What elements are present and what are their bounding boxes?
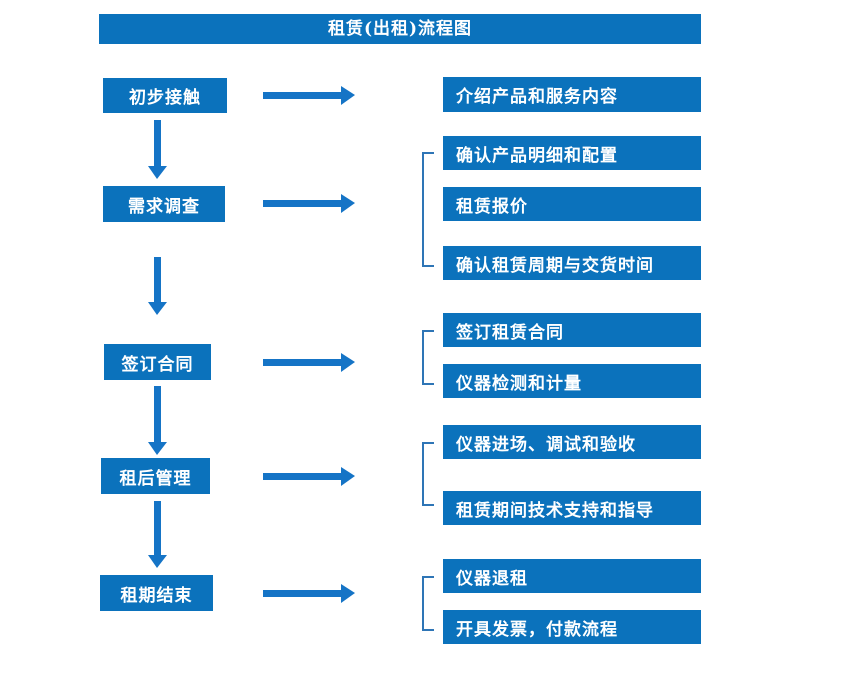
step-box-demand-survey: 需求调查: [103, 186, 225, 222]
down-arrow-shaft: [154, 120, 161, 167]
detail-box-instrument-setup-acceptance: 仪器进场、调试和验收: [443, 425, 701, 459]
right-arrow-head: [341, 584, 355, 603]
detail-box-sign-rental-contract: 签订租赁合同: [443, 313, 701, 347]
right-arrow-icon: [263, 86, 355, 105]
step-box-post-rental-management: 租后管理: [101, 458, 210, 494]
diagram-title: 租赁(出租)流程图: [99, 14, 701, 44]
detail-box-confirm-product-config: 确认产品明细和配置: [443, 136, 701, 170]
down-arrow-shaft: [154, 386, 161, 443]
down-arrow-head: [148, 555, 167, 568]
group-bracket-demand-survey: [422, 152, 434, 267]
right-arrow-shaft: [263, 92, 341, 99]
group-bracket-rental-end: [422, 576, 434, 631]
right-arrow-shaft: [263, 359, 341, 366]
right-arrow-shaft: [263, 473, 341, 480]
detail-box-instrument-testing: 仪器检测和计量: [443, 364, 701, 398]
down-arrow-icon: [148, 386, 167, 455]
detail-box-invoice-payment: 开具发票，付款流程: [443, 610, 701, 644]
down-arrow-icon: [148, 501, 167, 568]
down-arrow-head: [148, 166, 167, 179]
step-box-rental-end: 租期结束: [100, 575, 213, 611]
right-arrow-icon: [263, 584, 355, 603]
detail-box-instrument-return: 仪器退租: [443, 559, 701, 593]
down-arrow-shaft: [154, 501, 161, 556]
group-bracket-post-rental: [422, 442, 434, 506]
down-arrow-icon: [148, 257, 167, 315]
down-arrow-head: [148, 302, 167, 315]
detail-box-confirm-rental-period: 确认租赁周期与交货时间: [443, 246, 701, 280]
detail-box-technical-support: 租赁期间技术支持和指导: [443, 491, 701, 525]
down-arrow-shaft: [154, 257, 161, 303]
right-arrow-shaft: [263, 590, 341, 597]
detail-box-introduce-products: 介绍产品和服务内容: [443, 77, 701, 112]
right-arrow-icon: [263, 194, 355, 213]
step-box-initial-contact: 初步接触: [103, 78, 227, 113]
right-arrow-shaft: [263, 200, 341, 207]
right-arrow-head: [341, 86, 355, 105]
right-arrow-head: [341, 467, 355, 486]
right-arrow-head: [341, 353, 355, 372]
right-arrow-icon: [263, 353, 355, 372]
right-arrow-head: [341, 194, 355, 213]
right-arrow-icon: [263, 467, 355, 486]
group-bracket-sign-contract: [422, 330, 434, 385]
down-arrow-icon: [148, 120, 167, 179]
detail-box-rental-quotation: 租赁报价: [443, 187, 701, 221]
step-box-sign-contract: 签订合同: [104, 344, 211, 380]
down-arrow-head: [148, 442, 167, 455]
